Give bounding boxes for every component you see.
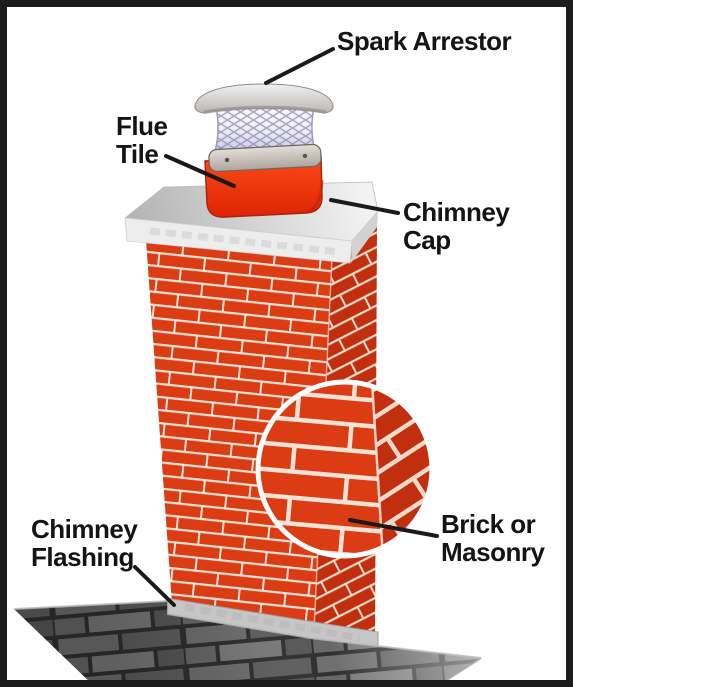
label-chimney-cap: Chimney Cap — [403, 197, 510, 255]
label-flue-tile-line1: Flue — [116, 111, 168, 141]
leader-line-flue-tile — [164, 154, 236, 188]
label-chimney-flashing-line1: Chimney — [31, 514, 138, 544]
flue-tile-shape — [204, 155, 323, 218]
clamp-band — [208, 143, 322, 173]
label-brick-masonry-line1: Brick or — [441, 509, 536, 539]
label-chimney-flashing-line2: Flashing — [31, 542, 134, 572]
roof-shading — [14, 601, 481, 687]
magnified-corner-edge — [370, 382, 385, 556]
leader-line-brick-masonry — [348, 518, 439, 538]
chimney-cap-right-edge — [351, 211, 378, 263]
leader-line-chimney-cap — [329, 198, 400, 215]
label-chimney-flashing: Chimney Flashing — [31, 514, 138, 572]
flue-tile-shading — [305, 179, 324, 214]
label-spark-arrestor: Spark Arrestor — [337, 26, 512, 56]
clamp-screw-right — [302, 153, 308, 159]
label-brick-masonry: Brick or Masonry — [441, 509, 545, 567]
magnified-front-brick — [258, 382, 383, 556]
clamp-screw-left — [224, 157, 230, 163]
label-chimney-cap-line1: Chimney — [403, 197, 510, 227]
spark-arrestor-clamp — [208, 143, 322, 173]
magnifier-circle-ring — [255, 379, 435, 559]
label-flue-tile: Flue Tile — [116, 111, 168, 169]
leader-line-chimney-flashing — [133, 565, 176, 607]
label-spark-arrestor-text: Spark Arrestor — [337, 26, 512, 56]
label-brick-masonry-line2: Masonry — [441, 537, 545, 567]
leader-line-spark-arrestor — [264, 47, 335, 85]
label-flue-tile-line2: Tile — [116, 139, 159, 169]
roof-top-edge-highlight — [13, 599, 482, 659]
spark-arrestor-cap-rim — [203, 105, 327, 114]
spark-arrestor-mesh-shade — [215, 107, 315, 151]
label-chimney-cap-line2: Cap — [403, 225, 451, 255]
flashing-watermark-texture — [184, 603, 361, 642]
